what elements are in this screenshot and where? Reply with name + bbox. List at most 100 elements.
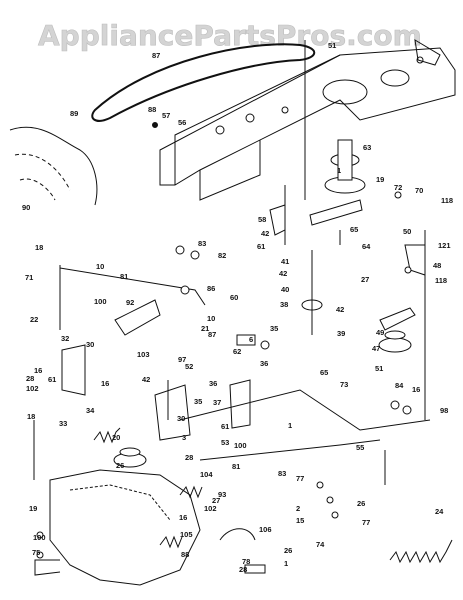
callout-label: 118: [441, 196, 453, 205]
callout-label: 20: [112, 433, 120, 442]
spring-26: [179, 485, 203, 499]
callout-label: 32: [61, 334, 69, 343]
callout-label: 36: [209, 379, 217, 388]
callout-label: 50: [403, 227, 411, 236]
callout-label: 26: [357, 499, 365, 508]
callout-label: 103: [137, 350, 150, 359]
fender-outline: [9, 126, 98, 206]
spring-65: [93, 427, 121, 444]
callout-label: 47: [372, 344, 380, 353]
callout-label: 84: [395, 381, 404, 390]
callout-label: 26: [284, 546, 292, 555]
callout-label: 60: [230, 293, 238, 302]
callout-label: 30: [86, 340, 94, 349]
callout-label: 42: [142, 375, 150, 384]
callout-label: 70: [415, 186, 423, 195]
watermark-text: AppliancePartsPros.com: [38, 19, 422, 52]
callout-label: 100: [234, 441, 247, 450]
transmission: [34, 469, 201, 586]
callout-label: 87: [208, 330, 216, 339]
callout-label: 105: [180, 530, 193, 539]
callout-label: 88: [181, 550, 189, 559]
callout-label: 118: [435, 276, 447, 285]
callout-label: 56: [178, 118, 186, 127]
callout-label: 90: [22, 203, 30, 212]
callout-label: 27: [361, 275, 369, 284]
callout-label: 93: [218, 490, 226, 499]
callout-label: 65: [320, 368, 328, 377]
callout-label: 40: [281, 285, 289, 294]
callout-label: 83: [198, 239, 206, 248]
pulley-47: [378, 330, 412, 353]
callout-label: 100: [33, 533, 46, 542]
callout-label: 57: [162, 111, 170, 120]
callout-label: 61: [221, 422, 229, 431]
callout-label: 65: [350, 225, 358, 234]
callout-label: 63: [363, 143, 371, 152]
callout-label: 102: [204, 504, 217, 513]
callout-label: 30: [177, 414, 185, 423]
callout-label: 39: [337, 329, 345, 338]
callout-label: 41: [281, 257, 289, 266]
callout-label: 1: [288, 421, 292, 430]
callout-label: 81: [232, 462, 240, 471]
callout-label: 87: [152, 51, 160, 60]
callout-label: 42: [261, 229, 269, 238]
callout-label: 49: [376, 328, 384, 337]
spring-2: [159, 535, 183, 549]
callout-label: 42: [279, 269, 287, 278]
callout-label: 61: [48, 375, 56, 384]
callout-label: 24: [435, 507, 444, 516]
callout-label: 6: [249, 335, 253, 344]
callout-label: 92: [126, 298, 134, 307]
callout-label: 26: [116, 461, 124, 470]
callout-label: 83: [278, 469, 286, 478]
callout-label: 97: [178, 355, 186, 364]
callout-label: 36: [260, 359, 268, 368]
callout-label: 34: [86, 406, 95, 415]
callout-label: 72: [394, 183, 402, 192]
callout-label: 78: [242, 557, 250, 566]
callout-label: 77: [296, 474, 304, 483]
callout-label: 10: [96, 262, 104, 271]
callout-label: 53: [221, 438, 229, 447]
callout-label: 18: [35, 243, 43, 252]
callout-label: 102: [26, 384, 39, 393]
callout-label: 86: [207, 284, 215, 293]
callout-label: 42: [336, 305, 344, 314]
callout-label: 2: [296, 504, 300, 513]
callout-label: 106: [259, 525, 272, 534]
callout-label: 22: [30, 315, 38, 324]
callout-label: 19: [29, 504, 37, 513]
callout-label: 82: [218, 251, 226, 260]
callout-label: 1: [337, 166, 341, 175]
callout-label: 16: [101, 379, 109, 388]
callout-label: 35: [194, 397, 202, 406]
callout-label: 18: [27, 412, 35, 421]
callout-label: 58: [258, 215, 266, 224]
callout-label: 121: [438, 241, 451, 250]
drive-belt: [91, 43, 316, 122]
callout-label: 51: [375, 364, 383, 373]
callout-label: 10: [207, 314, 215, 323]
callout-label: 73: [340, 380, 348, 389]
callout-label: 74: [316, 540, 325, 549]
callout-label: 62: [233, 347, 241, 356]
callout-label: 48: [433, 261, 441, 270]
pulley-63: [324, 139, 366, 194]
callout-label: 37: [213, 398, 221, 407]
callout-label: 100: [94, 297, 107, 306]
callout-label: 15: [296, 516, 304, 525]
callout-label: 28: [26, 374, 34, 383]
callout-label: 98: [440, 406, 448, 415]
callout-label: 89: [70, 109, 78, 118]
idler-pulley-38: [301, 250, 323, 335]
callout-label: 16: [179, 513, 187, 522]
callout-label: 55: [356, 443, 364, 452]
callout-label: 3: [182, 433, 186, 442]
callout-label: 28: [185, 453, 193, 462]
callout-label: 1: [284, 559, 288, 568]
